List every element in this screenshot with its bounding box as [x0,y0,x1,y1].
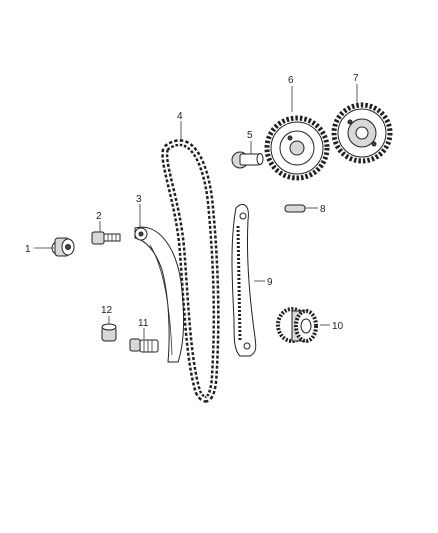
callout-8: 8 [320,204,326,215]
callout-11: 11 [138,318,149,329]
part-9-chain-guide [231,204,257,357]
callout-2: 2 [96,211,102,222]
part-6-cam-sprocket [264,115,330,181]
callout-10: 10 [332,321,344,332]
part-4-timing-chain [161,139,220,403]
part-10-crank-sprocket [276,307,318,343]
part-12-bushing [101,323,117,342]
callout-6: 6 [288,75,294,86]
callout-12: 12 [101,305,113,316]
part-7-cam-phaser [331,102,393,164]
callout-9: 9 [267,277,273,288]
callout-4: 4 [177,111,183,122]
part-11-stud [129,338,159,353]
callout-3: 3 [136,194,142,205]
callout-labels: 1 2 3 4 5 6 7 8 9 10 11 12 [25,73,359,332]
part-8-dowel-pin [284,204,306,213]
part-5-cam-bolt [231,151,264,169]
part-1-plug [51,237,75,257]
callout-5: 5 [247,130,253,141]
leader-lines [34,84,358,339]
part-2-bolt [91,231,121,245]
callout-1: 1 [25,244,31,255]
callout-7: 7 [353,73,359,84]
part-3-tensioner-arm [134,226,185,363]
